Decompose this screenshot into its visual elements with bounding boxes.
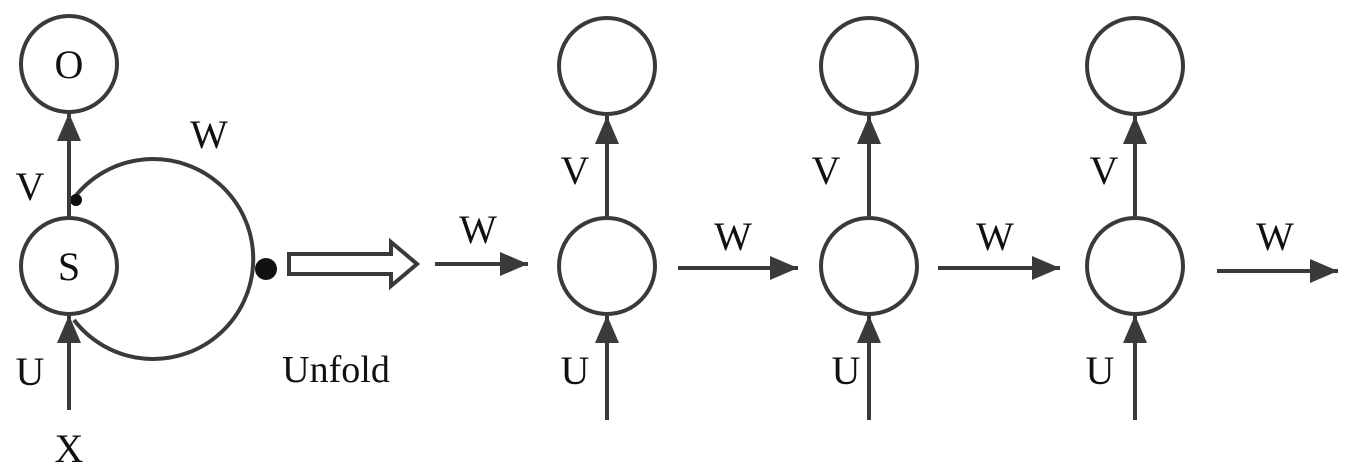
incoming-w: W <box>435 207 528 276</box>
edge-label-u: U <box>1086 348 1115 393</box>
loop-node-dot <box>255 258 277 280</box>
edge-label-w: W <box>714 214 752 259</box>
edge-label-w: W <box>976 214 1014 259</box>
state-node-label: S <box>58 244 80 289</box>
hollow-arrow-icon <box>287 237 421 291</box>
output-node <box>819 16 919 116</box>
time-step-1: V U W <box>557 16 798 420</box>
hidden-node <box>819 216 919 316</box>
state-node-s <box>19 216 119 316</box>
output-node-label: O <box>55 42 84 87</box>
time-step-3: V U W <box>1085 16 1338 420</box>
unfold-arrow: Unfold <box>282 237 421 391</box>
edge-label-v: V <box>1090 148 1119 193</box>
edge-label-w-folded: W <box>190 112 228 157</box>
loop-junction-dot <box>70 194 82 206</box>
recurrent-loop-arc <box>72 157 256 361</box>
output-node <box>1085 16 1185 116</box>
edge-label-u: U <box>832 348 861 393</box>
folded-rnn: O S X V U W <box>16 14 277 471</box>
edge-label-v-folded: V <box>16 164 45 209</box>
edge-label-v: V <box>812 148 841 193</box>
output-node <box>557 16 657 116</box>
unfold-label: Unfold <box>282 349 390 391</box>
input-label-x: X <box>55 426 84 471</box>
hidden-node <box>1085 216 1185 316</box>
edge-label-v: V <box>561 148 590 193</box>
edge-label-u: U <box>561 348 590 393</box>
edge-label-u-folded: U <box>16 349 45 394</box>
edge-label-w: W <box>1256 214 1294 259</box>
hidden-node <box>557 216 657 316</box>
time-step-2: V U W <box>812 16 1060 420</box>
edge-label-w-incoming: W <box>459 207 497 252</box>
output-node-o <box>19 14 119 114</box>
